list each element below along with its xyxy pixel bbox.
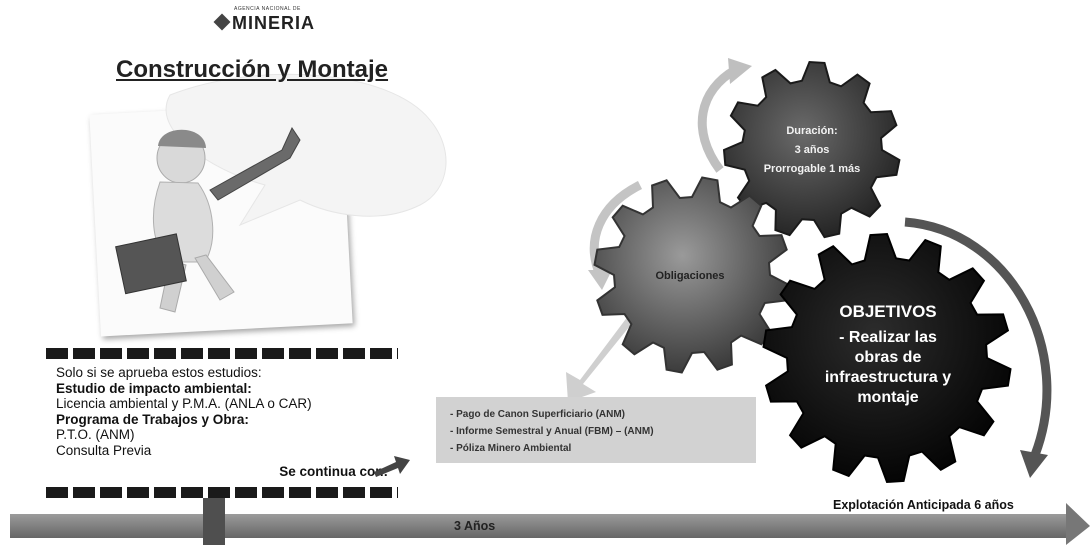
obligation-item: - Póliza Minero Ambiental <box>450 443 572 454</box>
curved-arrow-right-head <box>1020 450 1048 478</box>
obligations-list-box: - Pago de Canon Superficiario (ANM) - In… <box>436 397 756 463</box>
objectives-line-1: - Realizar las <box>839 329 937 346</box>
duration-line-1: 3 años <box>794 144 830 156</box>
obligations-gear-label: Obligaciones <box>655 270 725 282</box>
hazard-band-top <box>46 348 398 359</box>
requirements-intro: Solo si se aprueba estos estudios: <box>56 365 262 380</box>
timeline-next-label: Explotación Anticipada 6 años <box>833 498 1014 512</box>
requirements-heading-2: Programa de Trabajos y Obra: <box>56 411 249 427</box>
continue-label: Se continua con: <box>279 464 388 479</box>
sign-post <box>203 498 225 545</box>
gear-duration <box>722 60 901 239</box>
requirements-item-3: Consulta Previa <box>56 442 152 458</box>
duration-title: Duración: <box>786 125 838 137</box>
connector-arrow <box>566 300 646 402</box>
curved-arrow-right <box>904 217 1052 457</box>
logo-name: MINERIA <box>232 13 315 33</box>
requirements-item-2: P.T.O. (ANM) <box>56 427 135 442</box>
objectives-line-2: obras de <box>854 349 922 366</box>
objectives-text: OBJETIVOS - Realizar las obras de infrae… <box>798 302 978 408</box>
requirements-text: Solo si se aprueba estos estudios: Estud… <box>56 365 312 458</box>
duration-text: Duración: 3 años Prorrogable 1 más <box>752 122 872 179</box>
pointer-arrow-icon <box>374 456 410 477</box>
requirements-heading-1: Estudio de impacto ambiental: <box>56 380 252 396</box>
requirements-item-1: Licencia ambiental y P.M.A. (ANLA o CAR) <box>56 396 312 411</box>
timeline-arrow <box>10 503 1090 545</box>
objectives-line-3: infraestructura y <box>824 369 952 386</box>
speech-shape <box>165 73 447 227</box>
requirements-box: Solo si se aprueba estos estudios: Estud… <box>46 348 398 498</box>
obligation-item: - Informe Semestral y Anual (FBM) – (ANM… <box>450 426 654 437</box>
obligation-item: - Pago de Canon Superficiario (ANM) <box>450 409 626 420</box>
timeline-span-label: 3 Años <box>454 519 496 533</box>
curved-arrow-top <box>697 66 738 173</box>
mineria-logo: AGENCIA NACIONAL DE MINERIA <box>213 6 334 40</box>
page-title: Construcción y Montaje <box>116 56 389 83</box>
objectives-title: OBJETIVOS <box>839 302 937 321</box>
curved-arrow-top-head <box>728 58 752 84</box>
curved-arrow-left-head <box>588 270 612 290</box>
duration-line-2: Prorrogable 1 más <box>763 163 861 175</box>
gear-obligations <box>593 176 791 374</box>
gear-objectives <box>762 232 1012 484</box>
objectives-line-4: montaje <box>857 389 919 406</box>
hazard-band-bottom <box>46 487 398 498</box>
logo-agency-text: AGENCIA NACIONAL DE <box>234 6 301 12</box>
worker-figure <box>115 126 301 313</box>
logo-icon <box>213 13 231 31</box>
